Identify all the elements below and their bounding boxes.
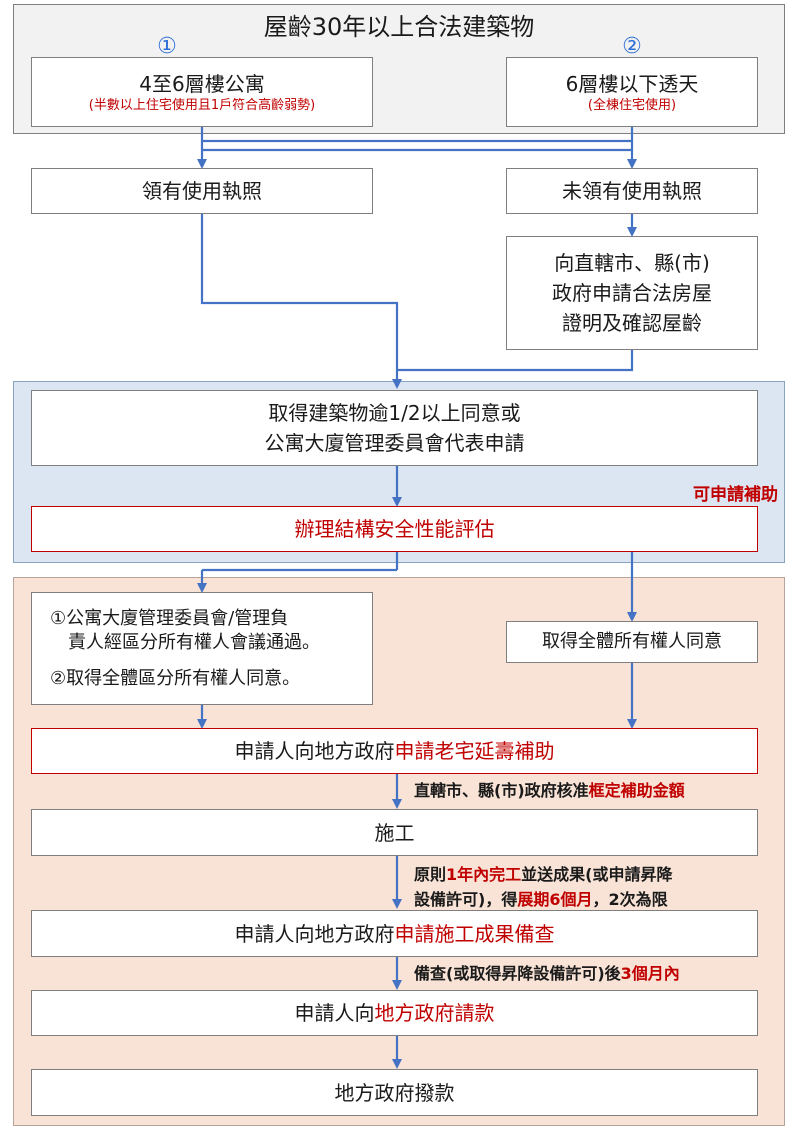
apartment-condition-2: ②取得全體區分所有權人同意。 (50, 667, 301, 689)
approval-note-prefix: 直轄市、縣(市)政府核准 (414, 781, 589, 800)
construction-label: 施工 (374, 820, 415, 845)
apply-proof-line-1: 向直轄市、縣(市) (554, 251, 710, 275)
marker-1: ① (157, 34, 177, 59)
completion-note-h2: 展期6個月 (517, 890, 593, 909)
licensed-label: 領有使用執照 (142, 179, 262, 203)
apply-inspection-highlight: 申請施工成果備查 (394, 921, 555, 946)
apply-subsidy-highlight: 申請老宅延壽補助 (394, 739, 555, 763)
completion-note-p2: 並送成果(或申請昇降 (521, 865, 673, 884)
construction-box: 施工 (31, 809, 758, 856)
option-townhouse-title: 6層樓以下透天 (565, 71, 699, 96)
apply-inspection-box: 申請人向地方政府申請施工成果備查 (31, 910, 758, 957)
unlicensed-label: 未領有使用執照 (562, 179, 702, 203)
unlicensed-box: 未領有使用執照 (506, 168, 758, 214)
completion-note-p1: 原則 (414, 865, 447, 884)
marker-2: ② (622, 34, 642, 59)
option-apartment-box: 4至6層樓公寓 (半數以上住宅使用且1戶符合高齡弱勢) (31, 57, 373, 127)
eligibility-title: 屋齡30年以上合法建築物 (263, 13, 535, 41)
apply-subsidy-prefix: 申請人向地方政府 (234, 739, 395, 763)
structural-assessment-label: 辦理結構安全性能評估 (294, 517, 495, 541)
option-townhouse-box: 6層樓以下透天 (全棟住宅使用) (506, 57, 758, 127)
apply-proof-line-2: 政府申請合法房屋 (552, 281, 712, 305)
completion-note-p3: 設備許可)，得 (414, 890, 518, 909)
owner-consent-line-2: 公寓大廈管理委員會代表申請 (264, 431, 525, 455)
option-apartment-title: 4至6層樓公寓 (139, 71, 265, 96)
structural-assessment-box: 辦理結構安全性能評估 (31, 506, 758, 552)
owner-consent-line-1: 取得建築物逾1/2以上同意或 (268, 401, 521, 425)
request-payment-box: 申請人向地方政府請款 (31, 990, 758, 1036)
disbursement-label: 地方政府撥款 (334, 1080, 455, 1105)
apartment-condition-1-line-2: 責人經區分所有權人會議通過。 (68, 631, 320, 653)
all-owner-consent-box: 取得全體所有權人同意 (506, 621, 758, 663)
request-payment-prefix: 申請人向 (294, 1001, 375, 1025)
connector-proof-consent (397, 350, 634, 372)
arrow-licensed-consent (200, 214, 402, 389)
apply-inspection-prefix: 申請人向地方政府 (234, 921, 395, 946)
inspection-note: 備查(或取得昇降設備許可)後3個月內 (414, 963, 784, 984)
owner-consent-box: 取得建築物逾1/2以上同意或 公寓大廈管理委員會代表申請 (31, 390, 758, 466)
apartment-conditions-box: ①公寓大廈管理委員會/管理負 責人經區分所有權人會議通過。 ②取得全體區分所有權… (31, 592, 373, 705)
completion-note-h1: 1年內完工 (446, 865, 522, 884)
all-owner-consent-label: 取得全體所有權人同意 (542, 631, 722, 652)
licensed-box: 領有使用執照 (31, 168, 373, 214)
subsidy-available-tag: 可申請補助 (693, 485, 778, 505)
apply-proof-box: 向直轄市、縣(市) 政府申請合法房屋 證明及確認屋齡 (506, 236, 758, 350)
option-townhouse-note: (全棟住宅使用) (587, 97, 677, 113)
approval-note: 直轄市、縣(市)政府核准框定補助金額 (414, 780, 784, 801)
apply-proof-line-3: 證明及確認屋齡 (562, 311, 702, 335)
approval-note-highlight: 框定補助金額 (588, 781, 685, 800)
request-payment-highlight: 地方政府請款 (374, 1001, 495, 1025)
option-apartment-note: (半數以上住宅使用且1戶符合高齡弱勢) (88, 97, 316, 113)
inspection-note-highlight: 3個月內 (620, 964, 680, 983)
apartment-condition-1-line-1: ①公寓大廈管理委員會/管理負 (50, 607, 289, 629)
disbursement-box: 地方政府撥款 (31, 1069, 758, 1116)
completion-note-p4: ，2次為限 (592, 890, 668, 909)
inspection-note-prefix: 備查(或取得昇降設備許可)後 (414, 964, 621, 983)
completion-note: 原則1年內完工並送成果(或申請昇降設備許可)，得展期6個月，2次為限 (414, 862, 784, 912)
apply-subsidy-box: 申請人向地方政府申請老宅延壽補助 (31, 728, 758, 774)
